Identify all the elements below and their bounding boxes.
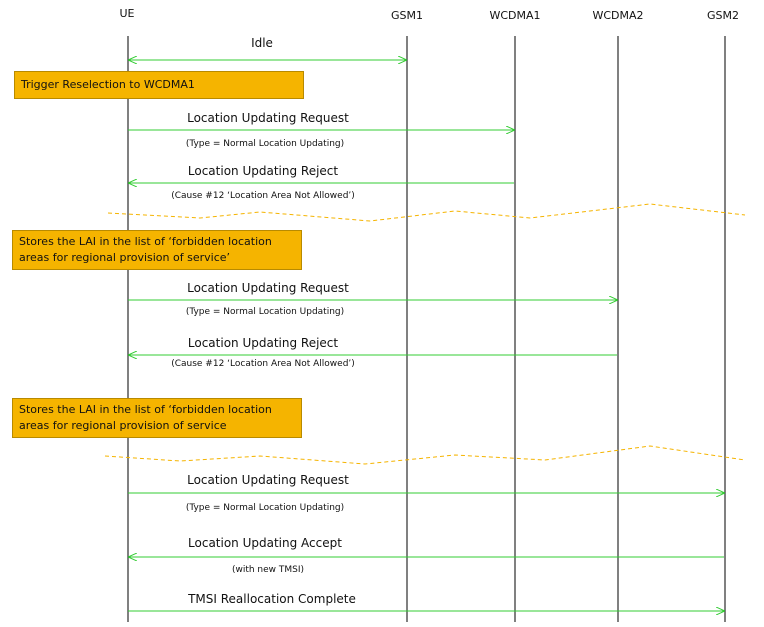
message-parameter: (Cause #12 ‘Location Area Not Allowed’) (171, 191, 355, 201)
entity-label-gsm1: GSM1 (391, 9, 423, 22)
message-label-idle: Idle (251, 36, 273, 50)
message-label: Location Updating Request (187, 473, 349, 487)
message-label: Location Updating Request (187, 111, 349, 125)
section-separator (104, 445, 746, 465)
note-trigger-reselection: Trigger Reselection to WCDMA1 (14, 71, 304, 99)
message-label: TMSI Reallocation Complete (187, 592, 356, 606)
note-store-forbidden-lai: Stores the LAI in the list of ‘forbidden… (12, 398, 302, 438)
message-parameter: (Cause #12 ‘Location Area Not Allowed’) (171, 359, 355, 369)
note-store-forbidden-lai: Stores the LAI in the list of ‘forbidden… (12, 230, 302, 270)
message-parameter: (Type = Normal Location Updating) (186, 139, 344, 149)
message-parameter: (Type = Normal Location Updating) (186, 503, 344, 513)
message-label: Location Updating Accept (188, 536, 342, 550)
message-parameter: (Type = Normal Location Updating) (186, 307, 344, 317)
entity-label-ue: UE (119, 7, 134, 20)
message-parameter: (with new TMSI) (232, 565, 304, 575)
entity-label-gsm2: GSM2 (707, 9, 739, 22)
message-label: Location Updating Request (187, 281, 349, 295)
entity-label-wcdma1: WCDMA1 (489, 9, 540, 22)
section-separator (107, 203, 746, 222)
message-label: Location Updating Reject (188, 336, 339, 350)
message-label: Location Updating Reject (188, 164, 339, 178)
entity-label-wcdma2: WCDMA2 (592, 9, 643, 22)
